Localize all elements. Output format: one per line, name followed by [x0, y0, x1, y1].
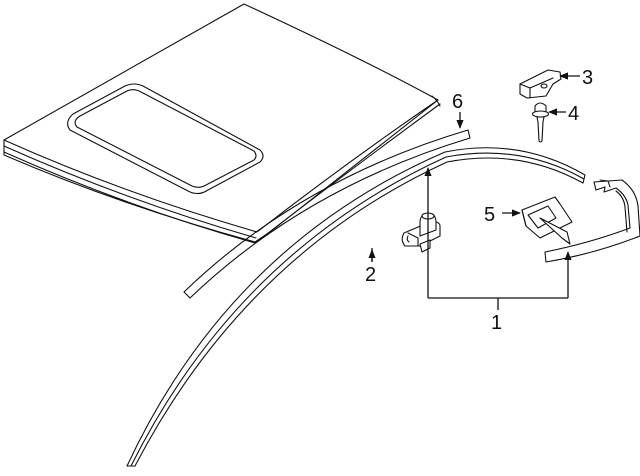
roof-molding-main — [126, 147, 586, 467]
callout-3: 3 — [582, 67, 593, 89]
callout-6: 6 — [452, 91, 463, 113]
roof-molding-rear — [544, 179, 640, 263]
roof-panel — [3, 3, 441, 244]
callout-2: 2 — [365, 264, 376, 286]
callout-4: 4 — [568, 103, 579, 125]
clip-part-5 — [521, 196, 573, 245]
drip-molding-strip — [183, 129, 471, 299]
sunroof-opening — [67, 83, 264, 195]
callout-5: 5 — [484, 204, 495, 226]
leader-lines — [371, 72, 580, 310]
clip-part-3 — [519, 69, 562, 99]
push-pin-part-4 — [531, 102, 550, 143]
callout-1: 1 — [491, 312, 502, 334]
clip-part-2 — [401, 212, 441, 253]
